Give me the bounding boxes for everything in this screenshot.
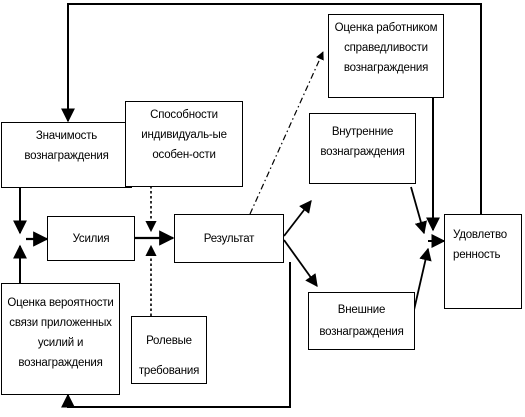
node-result-label: Результат <box>203 232 255 245</box>
node-probability-assessment-line-3: усилий и <box>37 337 84 349</box>
node-effort-label: Усилия <box>72 232 110 245</box>
node-probability-assessment-line-2: связи приложенных <box>9 317 112 329</box>
node-result: Результат <box>174 214 284 263</box>
node-satisfaction-line-1: Удовлетво <box>453 229 507 241</box>
node-role-requirements-line-2: требования <box>138 365 200 377</box>
intrinsic-to-satisfaction-arrow <box>410 186 427 235</box>
result-to-intrinsic-arrow <box>283 200 312 237</box>
node-reward-value-line-2: вознаграждения <box>24 150 109 162</box>
node-reward-value: Значимость вознаграждения <box>1 122 132 188</box>
node-fairness-assessment-line-2: справедливости <box>344 42 428 54</box>
node-reward-value-line-1: Значимость <box>35 130 98 142</box>
result-to-fairness-arrow <box>249 51 324 215</box>
node-intrinsic-rewards-line-2: вознаграждения <box>320 146 405 158</box>
node-extrinsic-rewards-line-1: Внешние <box>337 304 386 316</box>
feedback-bottom-arrow <box>61 262 291 408</box>
node-satisfaction: Удовлетво ренность <box>444 214 522 309</box>
node-extrinsic-rewards: Внешние вознаграждения <box>308 292 415 350</box>
extrinsic-to-satisfaction-arrow <box>413 247 432 311</box>
node-abilities: Способности индивидуаль-ые особен-ости <box>125 101 243 187</box>
node-abilities-line-1: Способности <box>150 109 218 121</box>
node-extrinsic-rewards-line-2: вознаграждения <box>319 326 404 338</box>
node-intrinsic-rewards-line-1: Внутренние <box>331 126 394 138</box>
node-fairness-assessment: Оценка работником справедливости вознагр… <box>328 14 444 98</box>
node-intrinsic-rewards: Внутренние вознаграждения <box>309 113 416 184</box>
node-abilities-line-2: индивидуаль-ые <box>141 129 227 141</box>
node-satisfaction-line-2: ренность <box>453 249 501 261</box>
result-to-extrinsic-arrow <box>283 239 318 288</box>
node-fairness-assessment-line-1: Оценка работником <box>334 22 438 34</box>
node-probability-assessment-line-4: вознаграждения <box>18 357 103 369</box>
node-role-requirements-line-1: Ролевые <box>146 335 192 347</box>
node-probability-assessment-line-1: Оценка вероятности <box>7 297 114 309</box>
node-abilities-line-3: особен-ости <box>152 149 216 161</box>
node-effort: Усилия <box>47 216 135 261</box>
node-fairness-assessment-line-3: вознаграждения <box>343 62 429 74</box>
node-probability-assessment: Оценка вероятности связи приложенных уси… <box>1 283 120 395</box>
node-role-requirements: Ролевые требования <box>131 316 207 384</box>
feedback-top-arrow <box>61 3 482 214</box>
